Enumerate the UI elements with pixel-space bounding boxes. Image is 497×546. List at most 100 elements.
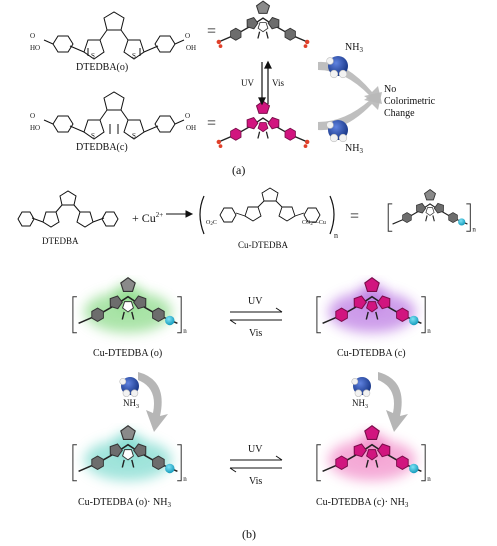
dtedba-open-label: DTEDBA(o)	[76, 62, 128, 73]
equals-closed: =	[207, 115, 216, 132]
state-closed-nh3-label: Cu-DTEDBA (c)· NH3	[316, 497, 409, 509]
hydrogen-atom	[338, 133, 348, 143]
polymer-n-index: n	[183, 475, 187, 483]
thiophene-s-right-closed: S	[132, 132, 136, 140]
dtedba-closed-structure	[43, 91, 185, 140]
polymer-n: n	[334, 231, 338, 240]
polymer-bracket-left	[316, 444, 321, 482]
cyclopentene-ring	[120, 276, 136, 292]
acid-o-right-closed: O	[185, 112, 190, 120]
phenyl-ring	[396, 307, 409, 322]
reactant-label: DTEDBA	[42, 236, 79, 246]
copper-node	[165, 315, 175, 326]
part-b: DTEDBA + Cu2+ O2C CO2—Cu n Cu-DTEDBA = n…	[17, 187, 476, 541]
carboxylate-left: O2C	[206, 220, 217, 227]
nh3-molecule-top	[326, 56, 348, 79]
hydrogen-atom	[338, 69, 348, 79]
hydrogen-atom	[130, 389, 139, 397]
methyl-bond	[121, 311, 125, 320]
nh3-label-left: NH3	[123, 398, 139, 410]
central-ring	[257, 122, 269, 133]
thiophene-ring	[267, 16, 280, 30]
acid-oxygen	[216, 139, 222, 145]
hydrogen-atom	[326, 57, 334, 65]
methyl-bond	[131, 459, 135, 468]
model-cu-dtedba-open-nh3: n	[72, 424, 187, 483]
thiophene-ring	[377, 295, 391, 310]
thiophene-ring	[353, 443, 367, 458]
uv-label-a: UV	[241, 78, 254, 88]
nh3-molecule-left	[119, 377, 139, 397]
uv-label-b-top: UV	[248, 296, 263, 307]
phenyl-ring	[284, 27, 296, 41]
thiophene-s-left: S	[91, 52, 95, 60]
nh3-label-bottom: NH3	[345, 143, 363, 155]
nh3-arrow-left	[138, 372, 168, 432]
equals-b: =	[350, 208, 359, 225]
product-label: Cu-DTEDBA	[238, 240, 288, 250]
thiophene-ring	[109, 295, 123, 310]
polymer-bracket-right	[421, 296, 426, 334]
curved-arrow-bottom	[318, 92, 382, 131]
thiophene-ring	[133, 443, 147, 458]
phenyl-ring	[152, 455, 165, 470]
model-cu-dtedba-closed-nh3: n	[316, 424, 431, 483]
methyl-bond	[365, 311, 369, 320]
methyl-bond	[121, 459, 125, 468]
phenyl-ring	[335, 455, 348, 470]
hydrogen-atom	[329, 133, 339, 143]
cyclopentene-ring	[255, 100, 271, 114]
central-ring	[122, 301, 134, 313]
polymer-n-index: n	[427, 475, 431, 483]
bracket-left	[199, 195, 205, 235]
nh3-label-right: NH3	[352, 398, 368, 410]
vis-label-b-bottom: Vis	[249, 476, 262, 487]
carboxylate-right: CO2—Cu	[302, 220, 326, 227]
polymer-bracket-right	[466, 203, 471, 232]
model-closed-a	[216, 100, 310, 149]
nh3-label-top: NH3	[345, 42, 363, 54]
central-ring	[257, 22, 269, 33]
phenyl-ring	[396, 455, 409, 470]
acid-oh-right-closed: OH	[186, 124, 196, 132]
thiophene-ring	[353, 295, 367, 310]
cu-dtedba-structure	[219, 187, 321, 223]
acid-oh-right: OH	[186, 44, 196, 52]
nh3-molecule-right	[351, 377, 371, 397]
phenyl-ring	[402, 212, 412, 224]
hydrogen-atom	[351, 378, 359, 385]
acid-oxygen	[216, 39, 222, 45]
copper-node	[409, 315, 419, 326]
polymer-n-index: n	[427, 327, 431, 335]
methyl-bond	[365, 459, 369, 468]
phenyl-ring	[230, 27, 242, 41]
methyl-bond	[375, 311, 379, 320]
acid-o-left: O	[30, 32, 35, 40]
hydrogen-atom	[119, 378, 127, 385]
phenyl-ring	[335, 307, 348, 322]
dtedba-open-structure	[43, 11, 185, 60]
hydrogen-atom	[354, 389, 363, 397]
acid-oxygen	[304, 139, 310, 145]
acid-oxygen	[218, 44, 223, 49]
acid-oxygen	[303, 44, 308, 49]
methyl-bond	[265, 31, 269, 39]
acid-o-left-closed: O	[30, 112, 35, 120]
polymer-bracket-right	[177, 296, 182, 334]
model-cu-dtedba-open: n	[72, 276, 187, 335]
phenyl-ring	[230, 127, 242, 141]
thiophene-ring	[267, 116, 280, 130]
phenyl-ring	[448, 212, 458, 224]
part-a: S S O HO O OH DTEDBA(o) = S S O HO O OH …	[30, 0, 436, 177]
acid-ho-left: HO	[30, 44, 40, 52]
phenyl-ring	[284, 127, 296, 141]
panel-label-b: (b)	[242, 527, 256, 541]
equilibrium-arrows-top	[229, 307, 283, 325]
uv-label-b-bottom: UV	[248, 444, 263, 455]
polymer-bracket-left	[72, 444, 77, 482]
state-open-nh3-label: Cu-DTEDBA (o)· NH3	[78, 497, 171, 509]
cyclopentene-ring	[255, 0, 271, 14]
central-ring	[122, 449, 134, 461]
polymer-n-index: n	[472, 225, 476, 233]
